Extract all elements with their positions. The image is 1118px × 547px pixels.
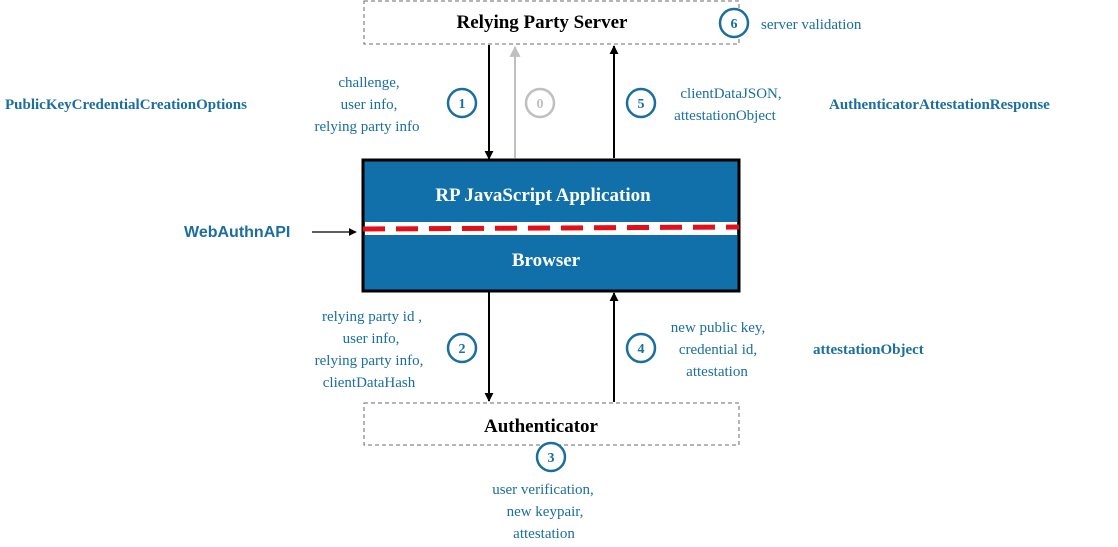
relying-party-server-title: Relying Party Server [457,12,629,33]
step-4-number: 4 [638,342,645,357]
step-4-description: new public key, credential id, attestati… [671,320,765,380]
step-1-number: 1 [459,97,466,112]
step-6-line: server validation [761,17,862,33]
authenticator-title: Authenticator [484,416,599,437]
public-key-credential-creation-options-label: PublicKeyCredentialCreationOptions [5,97,247,113]
step-5-number: 5 [638,97,645,112]
step-4-line: new public key, [671,320,765,336]
step-4-line: credential id, [679,342,757,358]
step-1-line: relying party info [315,119,420,135]
step-2-line: relying party info, [315,353,424,369]
step-2-number: 2 [459,342,466,357]
step-5-badge: 5 [625,87,657,119]
step-3-line: attestation [513,526,575,542]
step-4-line: attestation [686,364,748,380]
step-5-line: clientDataJSON, [680,86,781,102]
webauthn-api-label: WebAuthnAPI [184,224,290,241]
step-1-badge: 1 [446,87,478,119]
relying-party-server-box: Relying Party Server [363,0,740,45]
step-3-badge: 3 [535,441,567,473]
authenticator-attestation-response-label: AuthenticatorAttestationResponse [829,97,1050,113]
step-1-line: user info, [341,97,398,113]
rp-javascript-application-box: RP JavaScript Application Browser [361,158,741,293]
step-4-badge: 4 [625,332,657,364]
step-6-badge: 6 [718,7,750,39]
step-1-line: challenge, [338,75,399,91]
step-6-description: server validation [761,17,862,33]
step-3-description: user verification, new keypair, attestat… [492,482,594,542]
step-2-line: user info, [343,331,400,347]
step-2-line: clientDataHash [323,375,416,391]
step-5-line: attestationObject [674,108,776,124]
step-6-number: 6 [731,17,738,32]
step-2-description: relying party id , user info, relying pa… [315,309,424,391]
step-3-line: user verification, [492,482,594,498]
step-3-number: 3 [548,451,555,466]
step-0-number: 0 [537,97,544,112]
step-5-description: clientDataJSON, attestationObject [674,86,781,124]
step-1-description: challenge, user info, relying party info [315,75,420,135]
attestation-object-label: attestationObject [813,342,924,358]
step-2-badge: 2 [446,332,478,364]
step-3-line: new keypair, [507,504,584,520]
step-2-line: relying party id , [322,309,422,325]
browser-title: Browser [512,250,581,271]
step-0-badge: 0 [524,87,556,119]
rp-javascript-application-title: RP JavaScript Application [435,185,651,206]
webauthn-api-boundary-dashed-line [362,224,740,232]
authenticator-box: Authenticator [363,402,740,446]
